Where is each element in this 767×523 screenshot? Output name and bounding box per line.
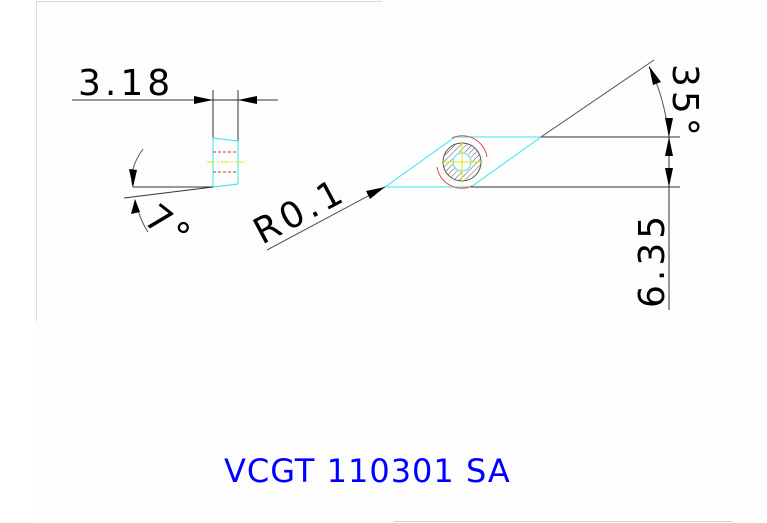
arrow-icon	[238, 96, 257, 104]
arrow-icon	[366, 187, 385, 199]
arrow-icon	[649, 66, 661, 85]
center-hole	[436, 135, 488, 189]
corner-radius-label: R0.1	[247, 171, 353, 253]
arrow-icon	[194, 96, 213, 104]
side-view: 3.18 7°	[72, 63, 278, 259]
arrow-icon	[665, 137, 673, 156]
part-code-title: VCGT 110301 SA	[224, 452, 511, 490]
drawing-background	[34, 0, 767, 523]
arrow-icon	[131, 199, 140, 214]
width-label: 6.35	[632, 212, 673, 308]
top-view: R0.1	[247, 59, 680, 253]
sheet-border-left	[36, 1, 37, 321]
clearance-angle-label: 7°	[136, 197, 200, 259]
insert-side-profile	[212, 137, 239, 188]
arrow-icon	[665, 118, 673, 137]
right-dimensions: 35° 6.35	[632, 64, 705, 310]
arrow-icon	[129, 169, 137, 187]
sheet-border-bottom	[394, 521, 732, 522]
included-angle-label: 35°	[664, 64, 705, 140]
arrow-icon	[665, 168, 673, 187]
corner-radius-leader	[266, 186, 386, 251]
thickness-label: 3.18	[78, 63, 174, 104]
sheet-border-top	[36, 1, 382, 2]
